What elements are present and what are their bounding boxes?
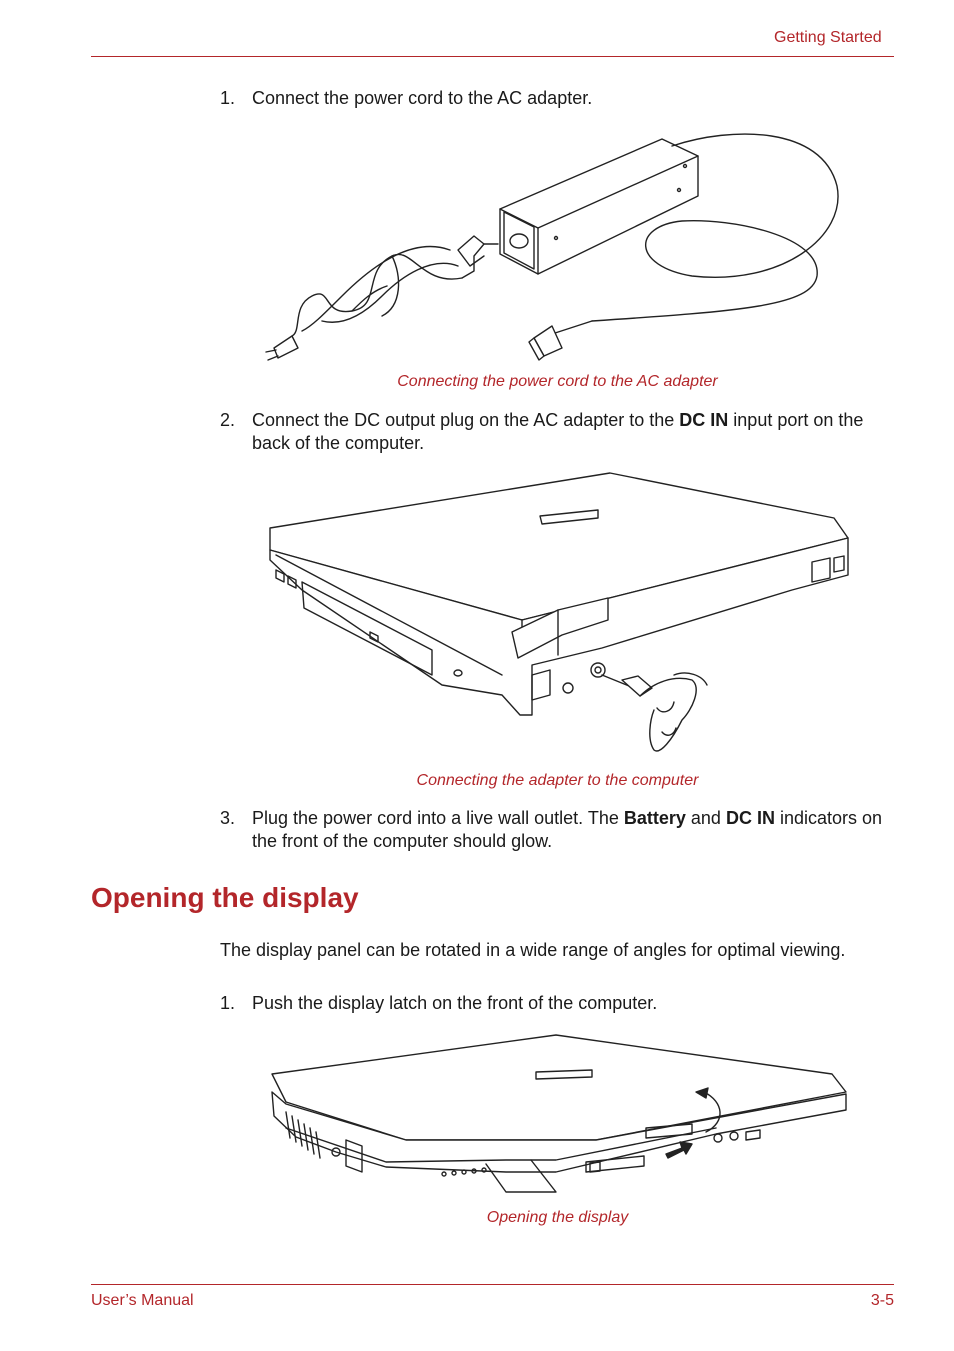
figure-caption: Connecting the adapter to the computer [416, 772, 699, 789]
step-number: 1. [220, 88, 236, 108]
dc-in-label: DC IN [679, 410, 729, 430]
step-text: Connect the DC output plug on the AC ada… [252, 410, 864, 453]
step-3: 3. Plug the power cord into a live wall … [220, 807, 900, 853]
figure-caption: Connecting the power cord to the AC adap… [397, 373, 718, 390]
running-header: Getting Started [774, 29, 882, 46]
step-number: 3. [220, 808, 236, 828]
step-number: 1. [220, 993, 236, 1013]
figure-caption: Opening the display [486, 1209, 629, 1226]
step-1: 1. Connect the power cord to the AC adap… [220, 87, 900, 110]
section-heading: Opening the display [91, 882, 359, 913]
section-intro: The display panel can be rotated in a wi… [220, 940, 846, 960]
footer-rule [91, 1284, 894, 1285]
laptop-rear-illustration [262, 470, 852, 762]
header-rule [91, 56, 894, 57]
battery-label: Battery [623, 808, 686, 828]
ac-adapter-illustration [262, 126, 852, 366]
dc-in-label: DC IN [725, 808, 775, 828]
footer-manual-title: User’s Manual [91, 1292, 194, 1309]
step-text: Connect the power cord to the AC adapter… [252, 88, 593, 108]
step-text: Push the display latch on the front of t… [252, 993, 658, 1013]
section-step-1: 1. Push the display latch on the front o… [220, 992, 900, 1015]
laptop-front-illustration [266, 1032, 850, 1202]
step-text: Plug the power cord into a live wall out… [252, 808, 883, 851]
step-number: 2. [220, 410, 236, 430]
step-2: 2. Connect the DC output plug on the AC … [220, 409, 900, 455]
footer-page-number: 3-5 [870, 1292, 894, 1309]
